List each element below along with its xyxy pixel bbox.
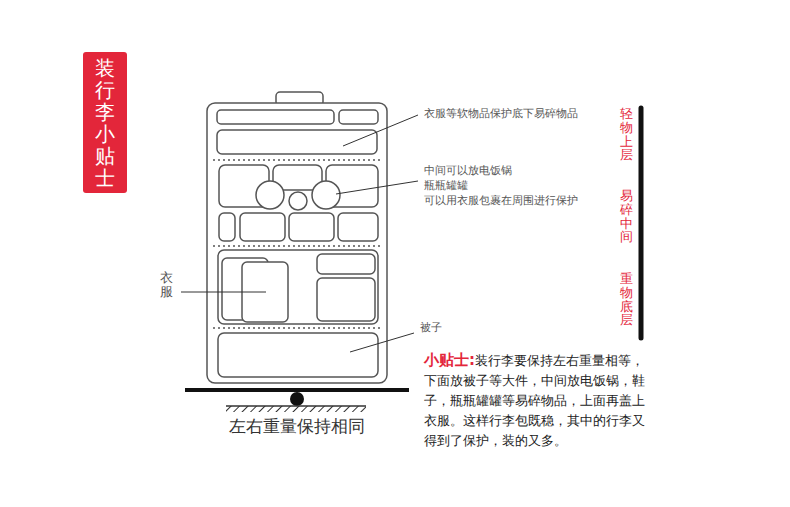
jar — [312, 181, 340, 209]
quilt — [218, 333, 378, 377]
callout-text: 衣服等软物品保护底下易碎物品 — [424, 106, 578, 121]
compartment — [338, 213, 378, 241]
title-text: 装行李小贴士 — [95, 57, 115, 189]
suitcase-outline — [207, 103, 387, 383]
level-label: 轻物上层 — [620, 107, 633, 162]
compartment — [317, 278, 375, 321]
pivot — [290, 392, 304, 406]
leader-line — [181, 292, 266, 293]
divider — [213, 159, 381, 161]
compartment — [289, 213, 334, 241]
level-label: 重物底层 — [620, 272, 633, 327]
callout-text: 被子 — [420, 320, 442, 335]
compartment — [217, 110, 334, 124]
jar — [289, 192, 307, 210]
compartment — [218, 250, 378, 324]
caption: 左右重量保持相同 — [196, 415, 398, 438]
divider — [213, 245, 381, 247]
compartment — [240, 213, 285, 241]
leader-line — [336, 181, 418, 194]
leader-line — [350, 333, 414, 352]
compartment — [317, 254, 375, 274]
callout-text: 中间可以放电饭锅 瓶瓶罐罐 可以用衣服包裹在周围进行保护 — [424, 163, 529, 208]
divider — [213, 327, 381, 329]
leader-line — [343, 115, 418, 146]
compartment — [219, 213, 235, 241]
callout-text: 衣服 — [160, 271, 173, 300]
ground-line — [226, 405, 366, 407]
level-label: 易碎中间 — [620, 189, 633, 244]
ground-hatch — [226, 406, 366, 412]
compartment — [339, 110, 378, 124]
tip-heading: 小贴士: — [424, 351, 475, 369]
jar — [256, 181, 284, 209]
level-bar — [639, 108, 644, 338]
tip-paragraph: 小贴士:装行李要保持左右重量相等，下面放被子等大件，中间放电饭锅，鞋子，瓶瓶罐罐… — [424, 350, 646, 451]
balance-bar — [185, 388, 409, 392]
title-banner: 装行李小贴士 — [83, 52, 127, 193]
